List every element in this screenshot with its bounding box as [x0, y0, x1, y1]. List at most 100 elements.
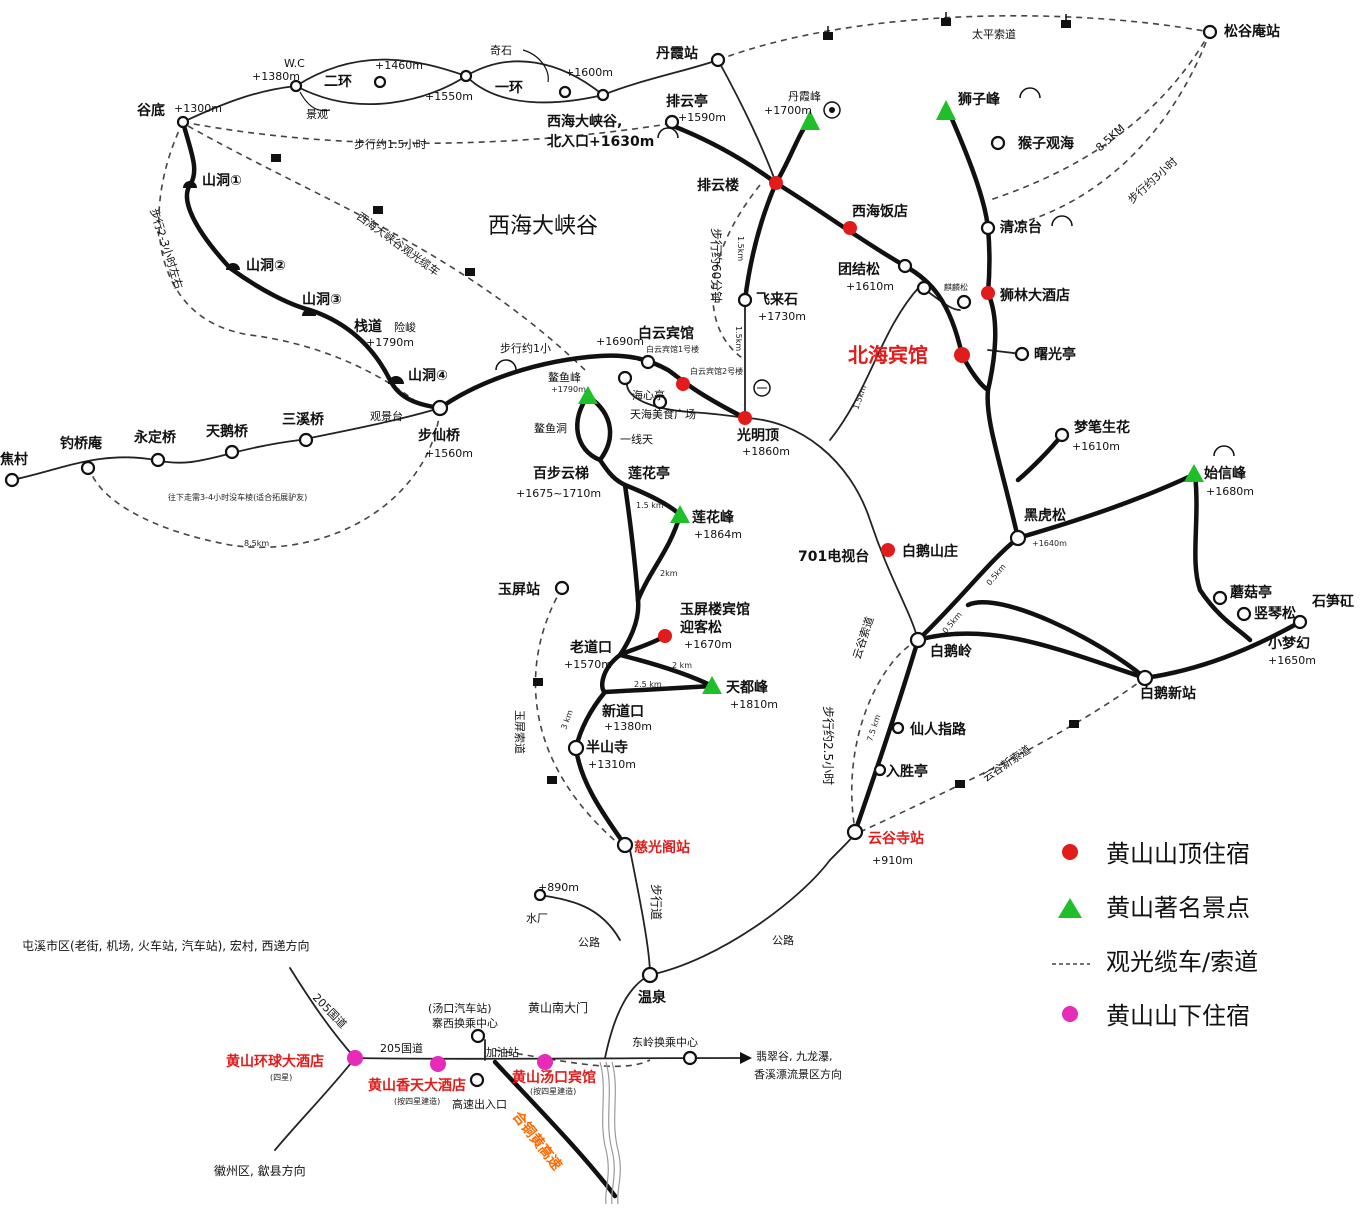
- label-yingke-alt: +1670m: [684, 638, 732, 651]
- node-heihu: [1009, 529, 1027, 547]
- mengbi-spur: [1015, 432, 1065, 483]
- laodao-tiandu: [617, 652, 715, 689]
- route-down-note: 往下走需3-4小时没车棱(适合拓展驴友): [168, 492, 307, 502]
- guangming-baie: [744, 417, 919, 641]
- route-d15-4: 1.5 km: [636, 501, 664, 510]
- label-ciguang: 慈光阁站: [634, 839, 690, 856]
- label-yongding: 永定桥: [133, 429, 177, 446]
- label-cave1: 山洞①: [202, 173, 242, 189]
- songgu-walk-a: [989, 31, 1211, 201]
- label-1550: +1550m: [425, 90, 473, 103]
- legend-red-dot-icon: [1062, 844, 1078, 860]
- cave-icon: [302, 309, 316, 316]
- dashed-paths: [89, 14, 1211, 1068]
- node-buxian: [431, 399, 449, 417]
- cable-car-icon: [941, 12, 951, 26]
- walk-2-3h: [158, 121, 421, 406]
- label-shuguang: 曙光亭: [1034, 346, 1076, 363]
- hotel-dot-tangkou: [537, 1054, 553, 1070]
- label-qingliang: 清凉台: [1000, 219, 1042, 236]
- label-guangming: 光明顶: [736, 427, 779, 444]
- to-laodao: [617, 597, 641, 658]
- local-dash: [494, 1049, 651, 1068]
- route-highway: 合铜黄高速: [509, 1108, 565, 1174]
- sunrise-icon: [657, 127, 679, 139]
- tianhai-path: [626, 377, 746, 419]
- legend-pink-dot-icon: [1062, 1006, 1078, 1022]
- node-feilai: [737, 292, 753, 308]
- node-1460: [373, 75, 387, 89]
- label-heihu: 黑虎松: [1024, 507, 1066, 524]
- baie-station: [915, 631, 1148, 681]
- banshan-ciguang: [573, 745, 628, 848]
- yungu-new-cableway: [859, 677, 1146, 833]
- arrow-icon: [522, 49, 549, 83]
- label-diaoqiao: 钓桥庵: [60, 435, 103, 452]
- to-danxia-station: [602, 59, 719, 96]
- laodao-banshan: [573, 652, 623, 751]
- label-xiangtian-note: (按四星建造): [394, 1096, 440, 1106]
- node-shuguang: [1014, 346, 1030, 362]
- label-baie-ling: 白鹅岭: [930, 643, 972, 660]
- label-feilai: 飞来石: [756, 292, 798, 308]
- sunrise-icon: [1213, 445, 1235, 457]
- node-shisun: [1292, 614, 1308, 630]
- route-walk15: 步行约1.5小时: [354, 138, 427, 151]
- node-1550: [459, 69, 473, 83]
- heihu-baie: [915, 535, 1021, 643]
- legend-scenic: 黄山著名景点: [1106, 894, 1250, 922]
- taiping-cableway: [717, 14, 1211, 61]
- heihu-shixin: [1015, 471, 1198, 541]
- label-heihu-alt: +1640m: [1032, 539, 1067, 548]
- label-yixian: 一线天: [620, 432, 653, 446]
- label-qilin: 麒麟松: [944, 282, 968, 292]
- peak-shixin: [1184, 464, 1204, 482]
- node-dongling: [682, 1050, 698, 1066]
- label-gudi-alt: +1300m: [174, 102, 222, 115]
- label-zhandao-alt: +1790m: [366, 336, 414, 349]
- sunrise-icon: [1019, 87, 1041, 99]
- label-yihuan: 一环: [495, 80, 523, 96]
- feilai-road: [742, 180, 779, 303]
- node-sanxi: [298, 432, 314, 448]
- node-1600: [558, 85, 572, 99]
- label-xiangtian: 黄山香天大酒店: [368, 1077, 466, 1094]
- summit-hotels: [658, 176, 995, 643]
- label-zhandao: 栈道: [354, 318, 382, 335]
- river: [599, 1061, 621, 1205]
- peak-aoyu: [578, 386, 598, 404]
- node-ciguang: [616, 836, 634, 854]
- label-aoyu: 鳌鱼峰: [548, 370, 581, 384]
- xindao-tiandu: [602, 683, 715, 695]
- label-jiao: 焦村: [0, 451, 28, 468]
- cable-car-icon: [533, 678, 543, 686]
- west-road: [11, 407, 441, 481]
- label-paiyun-ting: 排云亭: [666, 93, 708, 110]
- label-south-gate: 黄山南大门: [528, 1000, 588, 1015]
- hotel-dot-huanqiu: [347, 1050, 363, 1066]
- cable-icons: [271, 12, 1079, 788]
- route-walk23: 步行2-3小时左右: [147, 207, 186, 291]
- label-xihai-north-1: 西海大峡谷,: [547, 113, 622, 130]
- node-baie-station: [1136, 669, 1154, 687]
- label-beihai: 北海宾馆: [848, 343, 928, 367]
- label-qishi: 奇石: [490, 44, 512, 57]
- label-yuping-station: 玉屏站: [498, 581, 540, 598]
- route-d2km-b: 2 km: [672, 661, 692, 670]
- gudi-wc: [182, 85, 297, 123]
- hotel-dot-guangming: [738, 411, 752, 425]
- label-buxian: 步仙桥: [418, 427, 461, 444]
- node-danxia-station: [710, 52, 726, 68]
- label-dongling: 东岭换乘中心: [632, 1035, 698, 1049]
- cave-icon: [388, 376, 404, 384]
- route-road-a: 公路: [578, 936, 600, 949]
- route-d15-2: 1.5km: [734, 326, 743, 351]
- node-diaoqiao: [80, 460, 96, 476]
- label-tiandu-alt: +1810m: [730, 698, 778, 711]
- shizi-road: [945, 107, 992, 296]
- node-rusheng: [873, 763, 887, 777]
- ciguang-wenquan: [629, 849, 651, 976]
- label-baie-station: 白鹅新站: [1140, 685, 1196, 702]
- label-erhuan: 二环: [324, 74, 352, 90]
